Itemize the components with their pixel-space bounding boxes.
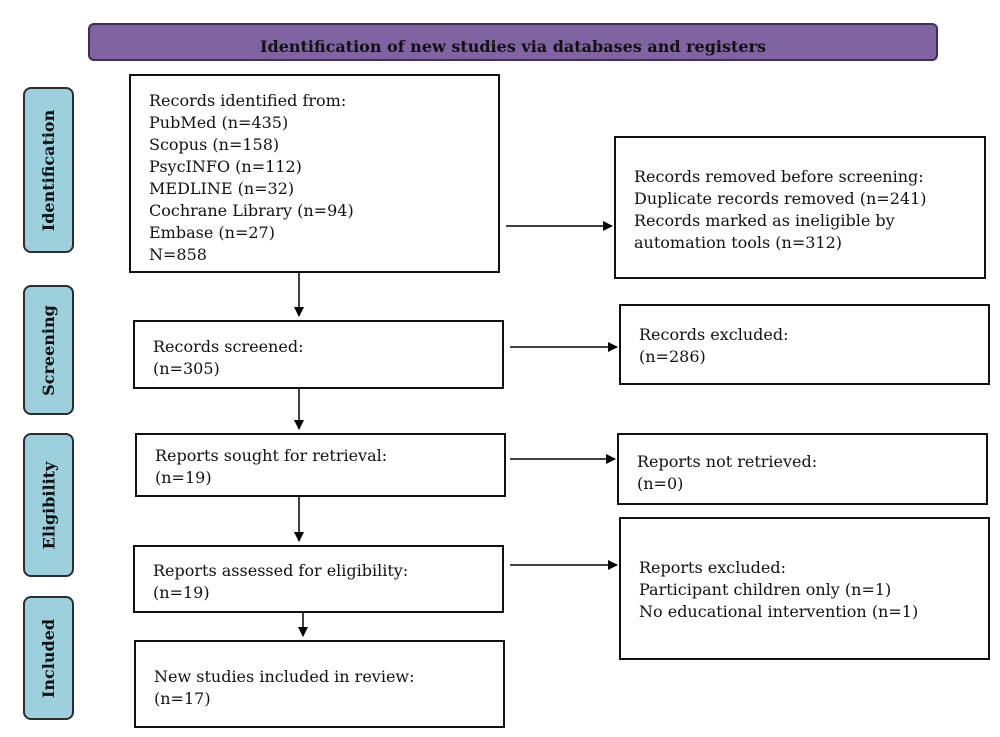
box-line: Reports excluded: bbox=[639, 558, 786, 577]
box-line: Records identified from: bbox=[149, 91, 347, 110]
stage-eligibility: Eligibility bbox=[23, 433, 74, 577]
box-line: (n=286) bbox=[639, 347, 706, 366]
stage-included: Included bbox=[23, 596, 74, 720]
box-line: Records marked as ineligible by bbox=[634, 211, 895, 230]
reports-not-retrieved-box: Reports not retrieved: (n=0) bbox=[617, 433, 988, 505]
box-line: No educational intervention (n=1) bbox=[639, 602, 919, 621]
box-line: PubMed (n=435) bbox=[149, 113, 289, 132]
studies-included-box: New studies included in review: (n=17) bbox=[134, 640, 505, 728]
reports-assessed-box: Reports assessed for eligibility: (n=19) bbox=[133, 545, 504, 613]
box-line: MEDLINE (n=32) bbox=[149, 179, 295, 198]
stage-identification: Identification bbox=[23, 87, 74, 253]
box-line: Records screened: bbox=[153, 337, 304, 356]
stage-screening: Screening bbox=[23, 285, 74, 415]
box-line: Duplicate records removed (n=241) bbox=[634, 189, 927, 208]
box-line: automation tools (n=312) bbox=[634, 233, 843, 252]
box-line: Scopus (n=158) bbox=[149, 135, 280, 154]
records-identified-box: Records identified from: PubMed (n=435) … bbox=[129, 74, 500, 273]
records-excluded-box: Records excluded: (n=286) bbox=[619, 304, 990, 385]
reports-excluded-box: Reports excluded: Participant children o… bbox=[619, 517, 990, 660]
box-line: Cochrane Library (n=94) bbox=[149, 201, 354, 220]
reports-sought-box: Reports sought for retrieval: (n=19) bbox=[135, 433, 506, 497]
box-line: Records removed before screening: bbox=[634, 167, 924, 186]
records-removed-box: Records removed before screening: Duplic… bbox=[614, 136, 986, 279]
records-screened-box: Records screened: (n=305) bbox=[133, 320, 504, 389]
box-line: N=858 bbox=[149, 245, 207, 264]
box-line: Reports sought for retrieval: bbox=[155, 446, 388, 465]
box-line: Embase (n=27) bbox=[149, 223, 275, 242]
box-line: Reports assessed for eligibility: bbox=[153, 561, 409, 580]
box-line: Reports not retrieved: bbox=[637, 452, 818, 471]
box-line: (n=305) bbox=[153, 359, 220, 378]
diagram-header: Identification of new studies via databa… bbox=[88, 23, 938, 61]
box-line: (n=19) bbox=[153, 583, 210, 602]
box-line: (n=0) bbox=[637, 474, 684, 493]
header-title: Identification of new studies via databa… bbox=[260, 37, 766, 56]
box-line: (n=17) bbox=[154, 689, 211, 708]
box-line: Participant children only (n=1) bbox=[639, 580, 892, 599]
box-line: Records excluded: bbox=[639, 325, 789, 344]
box-line: PsycINFO (n=112) bbox=[149, 157, 302, 176]
box-line: New studies included in review: bbox=[154, 667, 415, 686]
box-line: (n=19) bbox=[155, 468, 212, 487]
